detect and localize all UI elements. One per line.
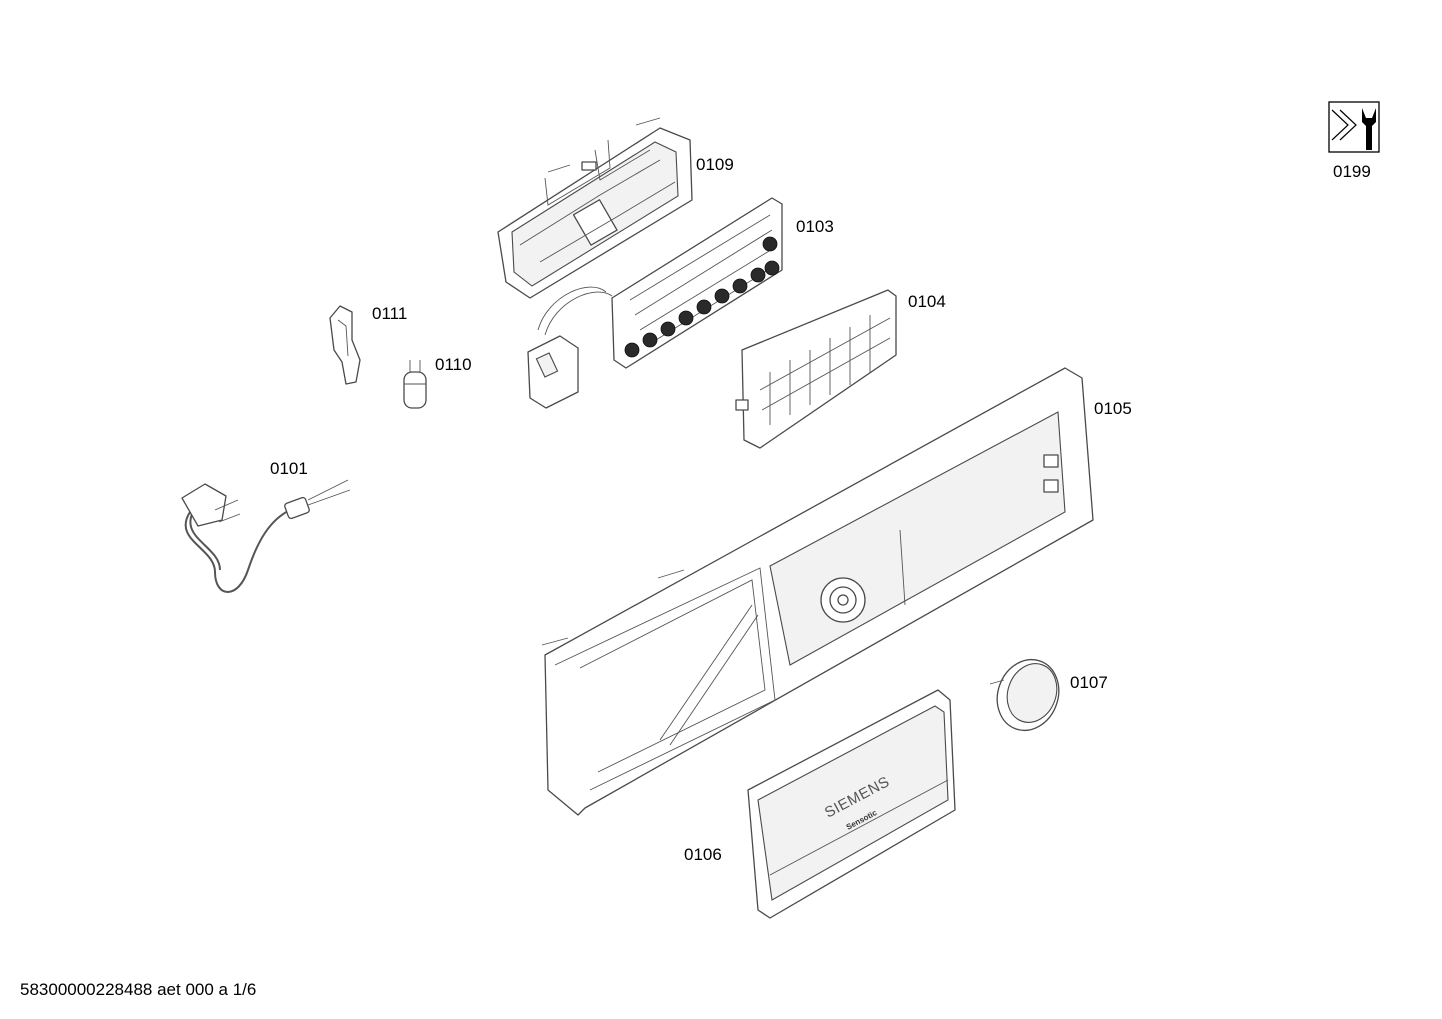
wrench-service-icon[interactable] bbox=[1328, 101, 1380, 153]
part-0109-housing[interactable] bbox=[497, 117, 693, 299]
label-0106: 0106 bbox=[684, 845, 722, 864]
part-0105-control-panel[interactable] bbox=[541, 367, 1094, 816]
part-0111-clip[interactable] bbox=[329, 305, 361, 385]
board-encoder-knobs bbox=[624, 236, 780, 358]
part-0103-circuit-board[interactable] bbox=[527, 197, 783, 409]
label-0107: 0107 bbox=[1070, 673, 1108, 692]
label-0109: 0109 bbox=[696, 155, 734, 174]
part-0101-power-cord[interactable] bbox=[181, 479, 351, 593]
label-0101: 0101 bbox=[270, 459, 308, 478]
part-0104-display-frame[interactable] bbox=[735, 289, 897, 449]
label-0103: 0103 bbox=[796, 217, 834, 236]
label-0105: 0105 bbox=[1094, 399, 1132, 418]
document-footer: 58300000228488 aet 000 a 1/6 bbox=[20, 980, 257, 999]
label-0111: 0111 bbox=[372, 304, 408, 323]
part-0106-drawer-front[interactable]: SIEMENS Sensotic bbox=[747, 689, 956, 919]
label-0199: 0199 bbox=[1333, 162, 1371, 181]
part-0110-capacitor[interactable] bbox=[403, 360, 427, 409]
label-0104: 0104 bbox=[908, 292, 946, 311]
label-0110: 0110 bbox=[435, 355, 472, 374]
part-0107-knob[interactable] bbox=[987, 651, 1068, 739]
